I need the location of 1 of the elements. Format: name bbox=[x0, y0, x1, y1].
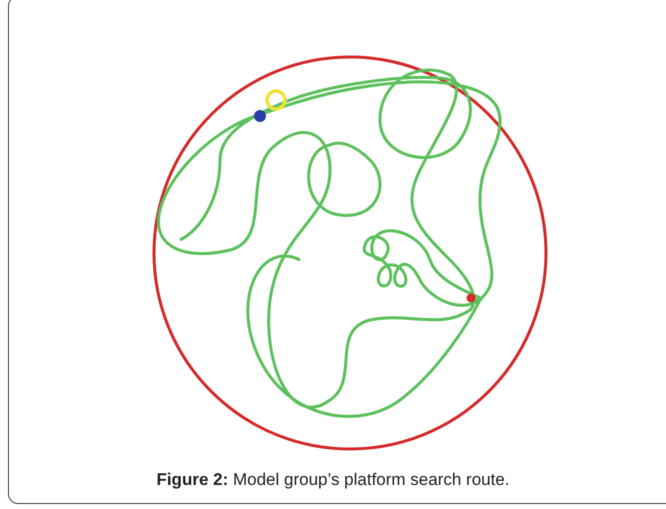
figure-caption: Figure 2: Model group’s platform search route. bbox=[156, 470, 510, 490]
